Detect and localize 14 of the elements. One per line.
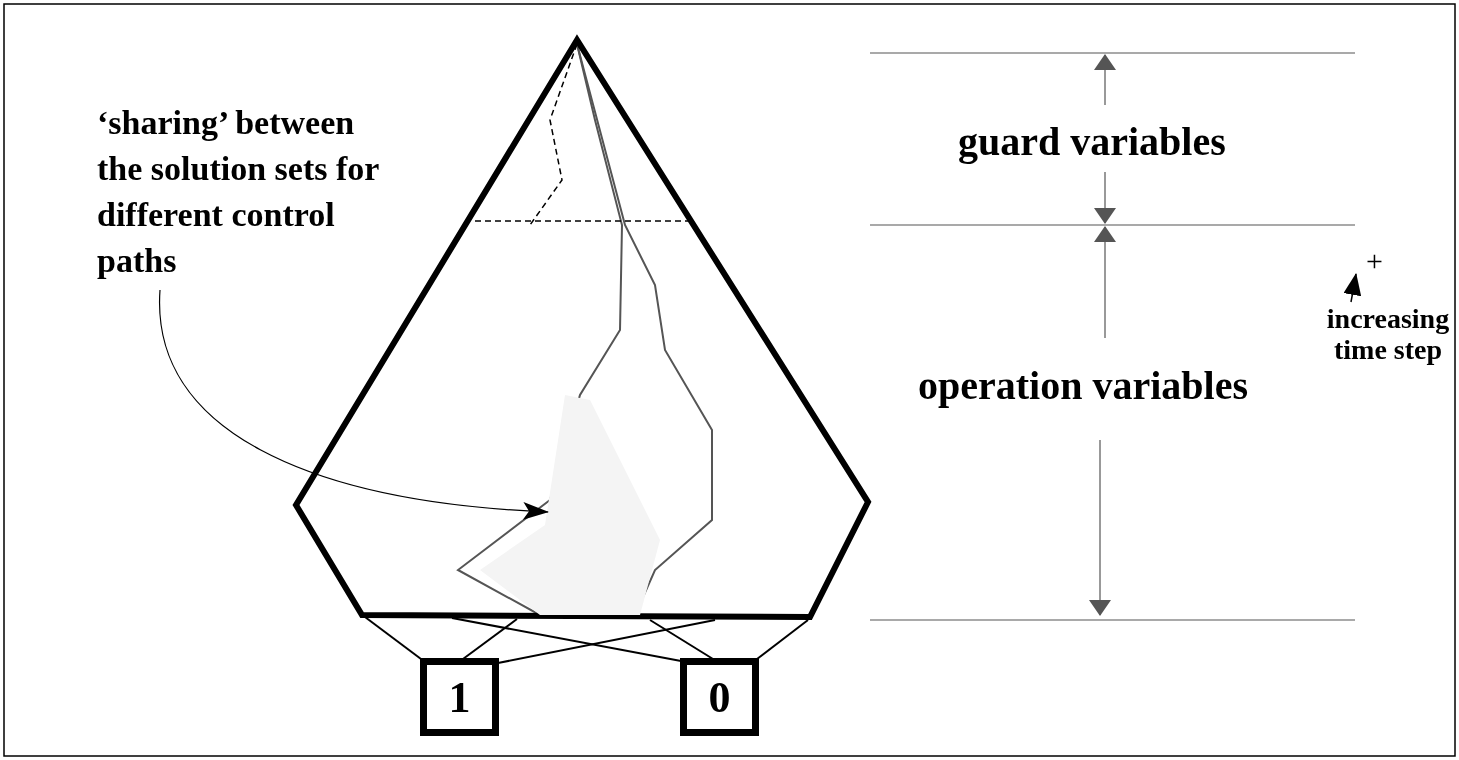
annotation-text: ‘sharing’ between the solution sets for different control paths <box>97 100 397 284</box>
connector-line <box>364 616 422 660</box>
value-box: 0 <box>680 658 759 736</box>
connector-line <box>756 619 809 660</box>
connector-line <box>649 619 714 660</box>
region-label: guard variables <box>958 118 1226 165</box>
connector-line <box>462 618 518 660</box>
region-label: operation variables <box>918 362 1248 409</box>
connector-line <box>497 619 716 664</box>
connector-line <box>451 617 682 662</box>
leader-arrow <box>159 289 549 520</box>
plus-sign: + <box>1366 244 1383 278</box>
value-box: 1 <box>420 658 499 736</box>
axis-caption: increasing time step <box>1326 303 1450 365</box>
